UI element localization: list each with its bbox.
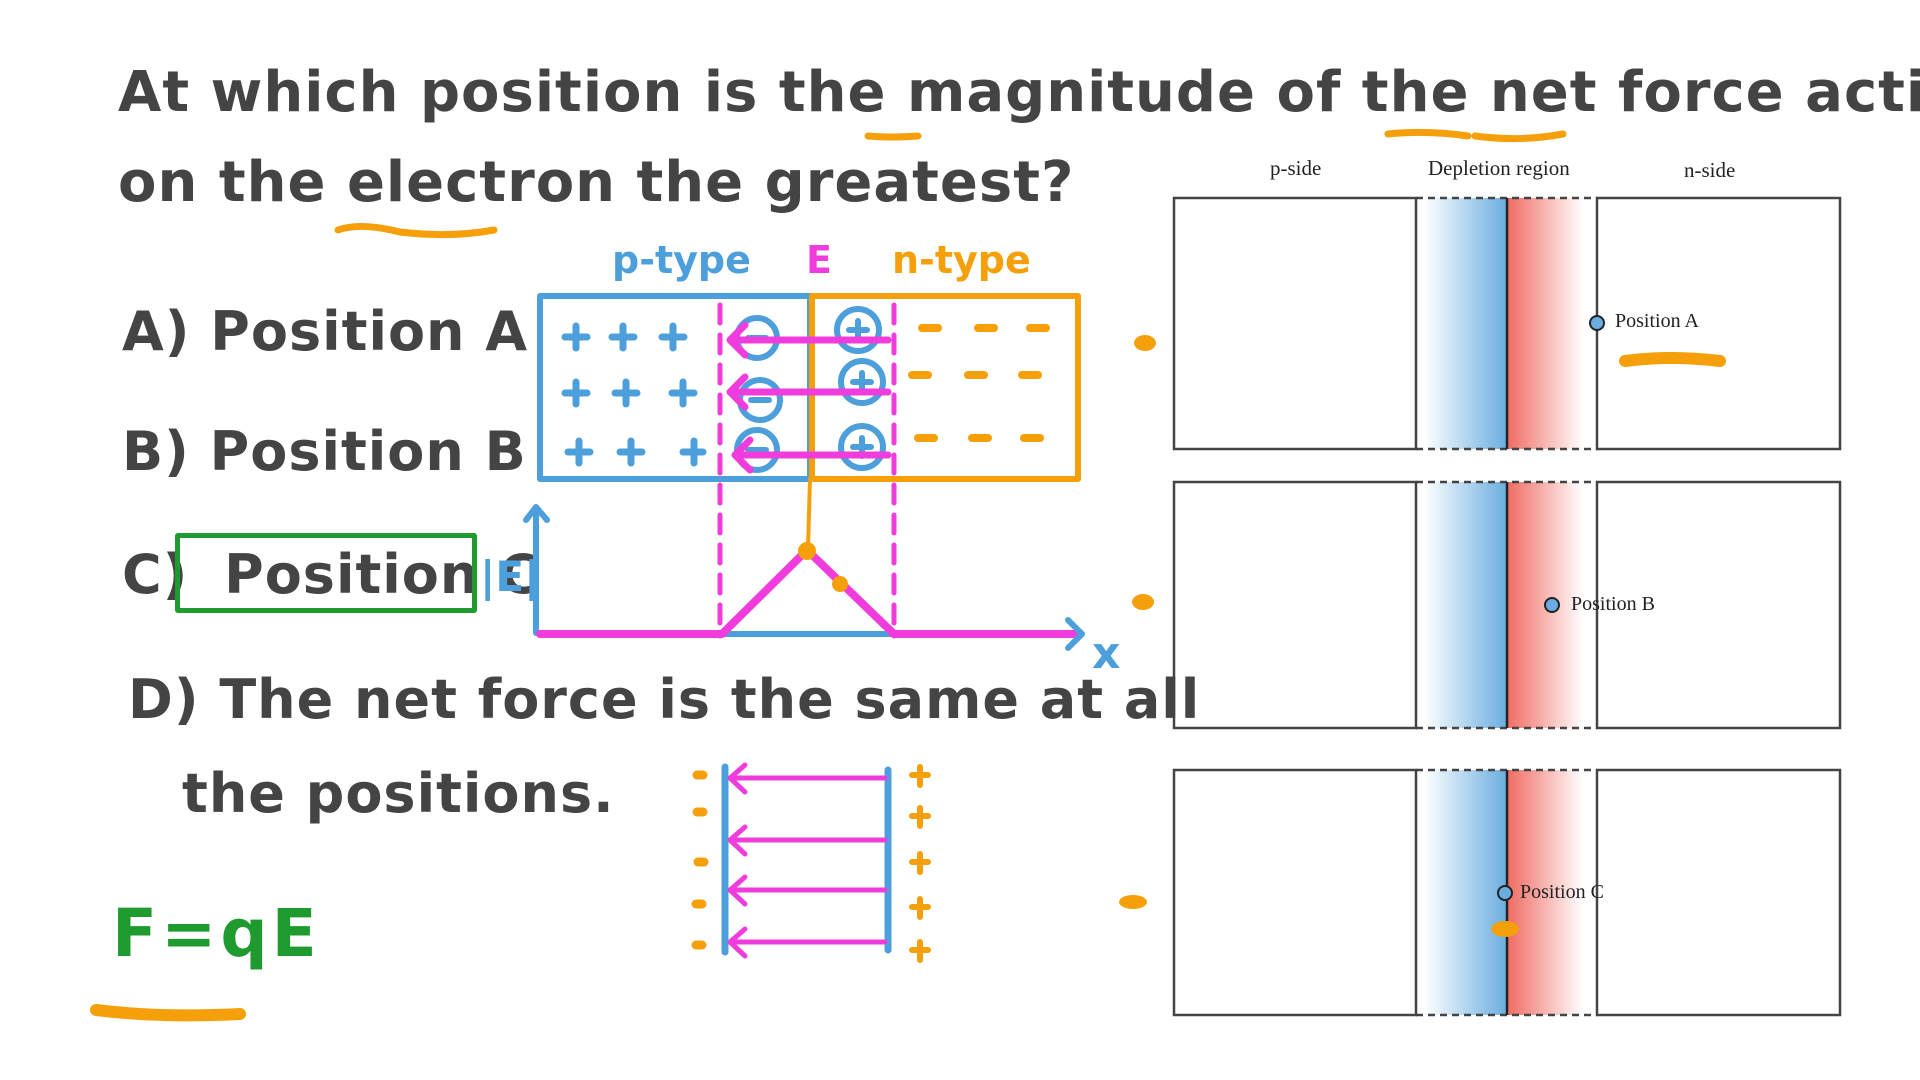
e-field-arrows bbox=[726, 321, 892, 474]
position-c-label: Position C bbox=[1520, 881, 1604, 903]
formula-underline bbox=[90, 1004, 246, 1022]
x-axis-label: x bbox=[1092, 628, 1121, 679]
option-c-text: Position C bbox=[224, 543, 540, 606]
position-a-marker bbox=[1589, 315, 1605, 331]
question-line-2: on the electron the greatest? bbox=[118, 150, 1075, 215]
p-type-label: p-type bbox=[612, 238, 751, 282]
x-axis-arrowhead bbox=[1065, 617, 1085, 651]
p-side-charges bbox=[561, 322, 707, 467]
formula-f-equals-qe: F=qE bbox=[112, 895, 321, 972]
underline-force bbox=[1471, 130, 1567, 143]
marker-panel-c bbox=[1119, 895, 1147, 909]
option-a-letter: A) bbox=[122, 300, 191, 363]
underline-magnitude bbox=[864, 132, 922, 141]
marker-panel-a bbox=[1134, 335, 1156, 351]
marker-panel-b bbox=[1132, 594, 1154, 610]
figure-panel-a bbox=[1172, 196, 1842, 451]
capacitor-negative-charges bbox=[691, 770, 709, 950]
position-a-annotation bbox=[1619, 352, 1726, 367]
n-type-label: n-type bbox=[892, 238, 1031, 282]
position-a-label: Position A bbox=[1615, 310, 1699, 332]
position-b-label: Position B bbox=[1571, 593, 1655, 615]
correct-answer-highlight-box bbox=[175, 533, 477, 613]
option-d-line2: the positions. bbox=[182, 762, 615, 825]
position-b-marker bbox=[1544, 597, 1560, 613]
column-label-p-side: p-side bbox=[1270, 156, 1322, 180]
option-b-letter: B) bbox=[122, 420, 190, 483]
figure-panel-c bbox=[1172, 768, 1842, 1017]
e-magnitude-curve bbox=[536, 546, 1084, 638]
position-c-annotation bbox=[1491, 921, 1519, 937]
question-line-1: At which position is the magnitude of th… bbox=[118, 60, 1920, 125]
underline-net bbox=[1384, 128, 1472, 140]
capacitor-positive-charges bbox=[909, 764, 931, 963]
option-a[interactable]: A) Position A bbox=[122, 300, 528, 363]
column-label-depletion-region: Depletion region bbox=[1428, 156, 1570, 180]
option-d-text-line1: The net force is the same at all bbox=[219, 668, 1201, 731]
n-side-charges bbox=[908, 324, 1050, 442]
e-axis-arrow bbox=[523, 504, 550, 636]
position-c-marker bbox=[1497, 885, 1513, 901]
figure-panel-b bbox=[1172, 480, 1842, 730]
option-b[interactable]: B) Position B bbox=[122, 420, 527, 483]
option-b-text: Position B bbox=[209, 420, 527, 483]
option-a-text: Position A bbox=[210, 300, 529, 363]
positive-ions bbox=[834, 306, 886, 471]
junction-line bbox=[806, 477, 812, 550]
option-d-letter: D) bbox=[128, 668, 200, 731]
e-field-label: E bbox=[806, 238, 832, 282]
e-magnitude-axis-label: |E| bbox=[480, 552, 540, 601]
capacitor-field-arrows bbox=[727, 762, 888, 959]
column-label-n-side: n-side bbox=[1684, 158, 1736, 182]
peak-marker bbox=[798, 542, 816, 560]
option-d[interactable]: D) The net force is the same at all bbox=[128, 668, 1200, 731]
underline-electron bbox=[334, 223, 498, 239]
n-type-box bbox=[809, 293, 1081, 482]
slope-marker bbox=[832, 576, 848, 592]
